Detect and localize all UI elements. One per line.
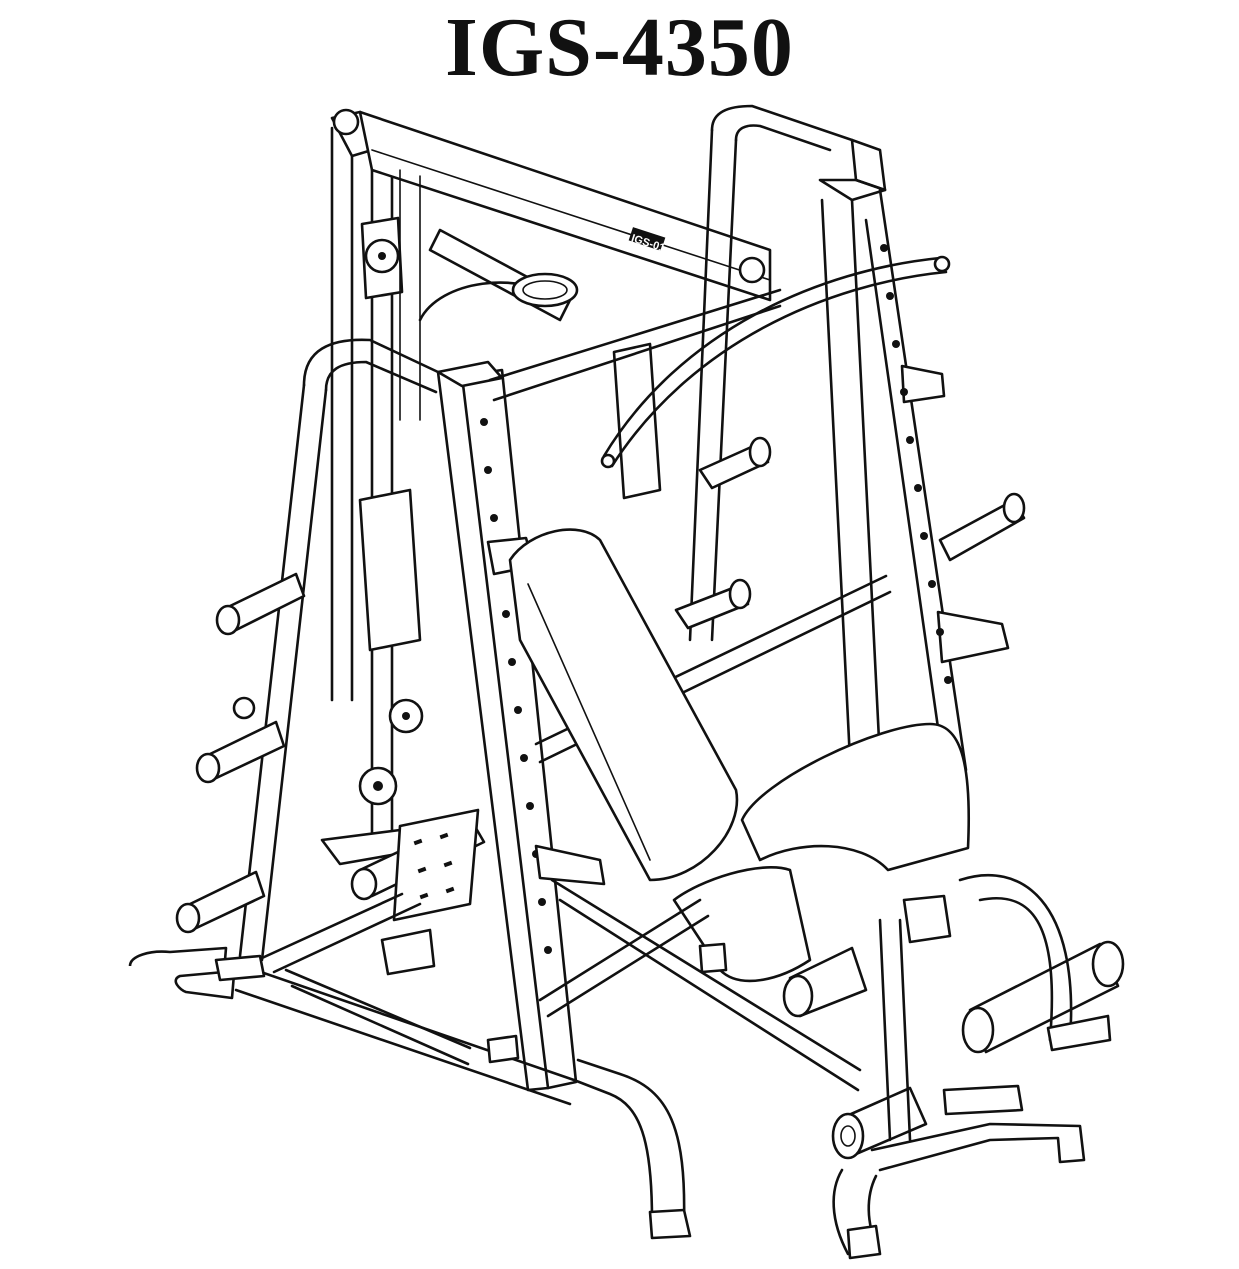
j-hook	[534, 844, 606, 886]
adjustable-bench	[508, 528, 1125, 1260]
weight-stack-left	[358, 488, 422, 652]
leg-roller	[902, 894, 952, 944]
top-pulley	[332, 108, 360, 136]
base-foot-right	[648, 1208, 692, 1240]
j-hook	[936, 610, 1010, 664]
bench-backrest	[508, 528, 739, 882]
frame-logo-plate	[628, 227, 666, 251]
weight-peg	[938, 498, 1026, 562]
base-frame	[128, 892, 710, 1240]
bench-seat	[740, 722, 971, 872]
foot-plate	[392, 808, 480, 922]
tower-base-foot	[380, 928, 436, 976]
top-pulley	[738, 256, 766, 284]
leg-roller-pin	[942, 1084, 1024, 1116]
j-hook	[900, 364, 946, 404]
right-rear-frame	[600, 104, 1026, 772]
model-title: IGS-4350	[445, 1, 794, 94]
foot-plate-texture	[413, 832, 455, 900]
cam-pulley	[511, 272, 579, 308]
weight-stack-right	[612, 342, 662, 500]
rear-tower: IGS-01	[320, 108, 772, 866]
bench-seat-lower	[672, 866, 812, 983]
base-foot-left	[128, 946, 236, 1000]
